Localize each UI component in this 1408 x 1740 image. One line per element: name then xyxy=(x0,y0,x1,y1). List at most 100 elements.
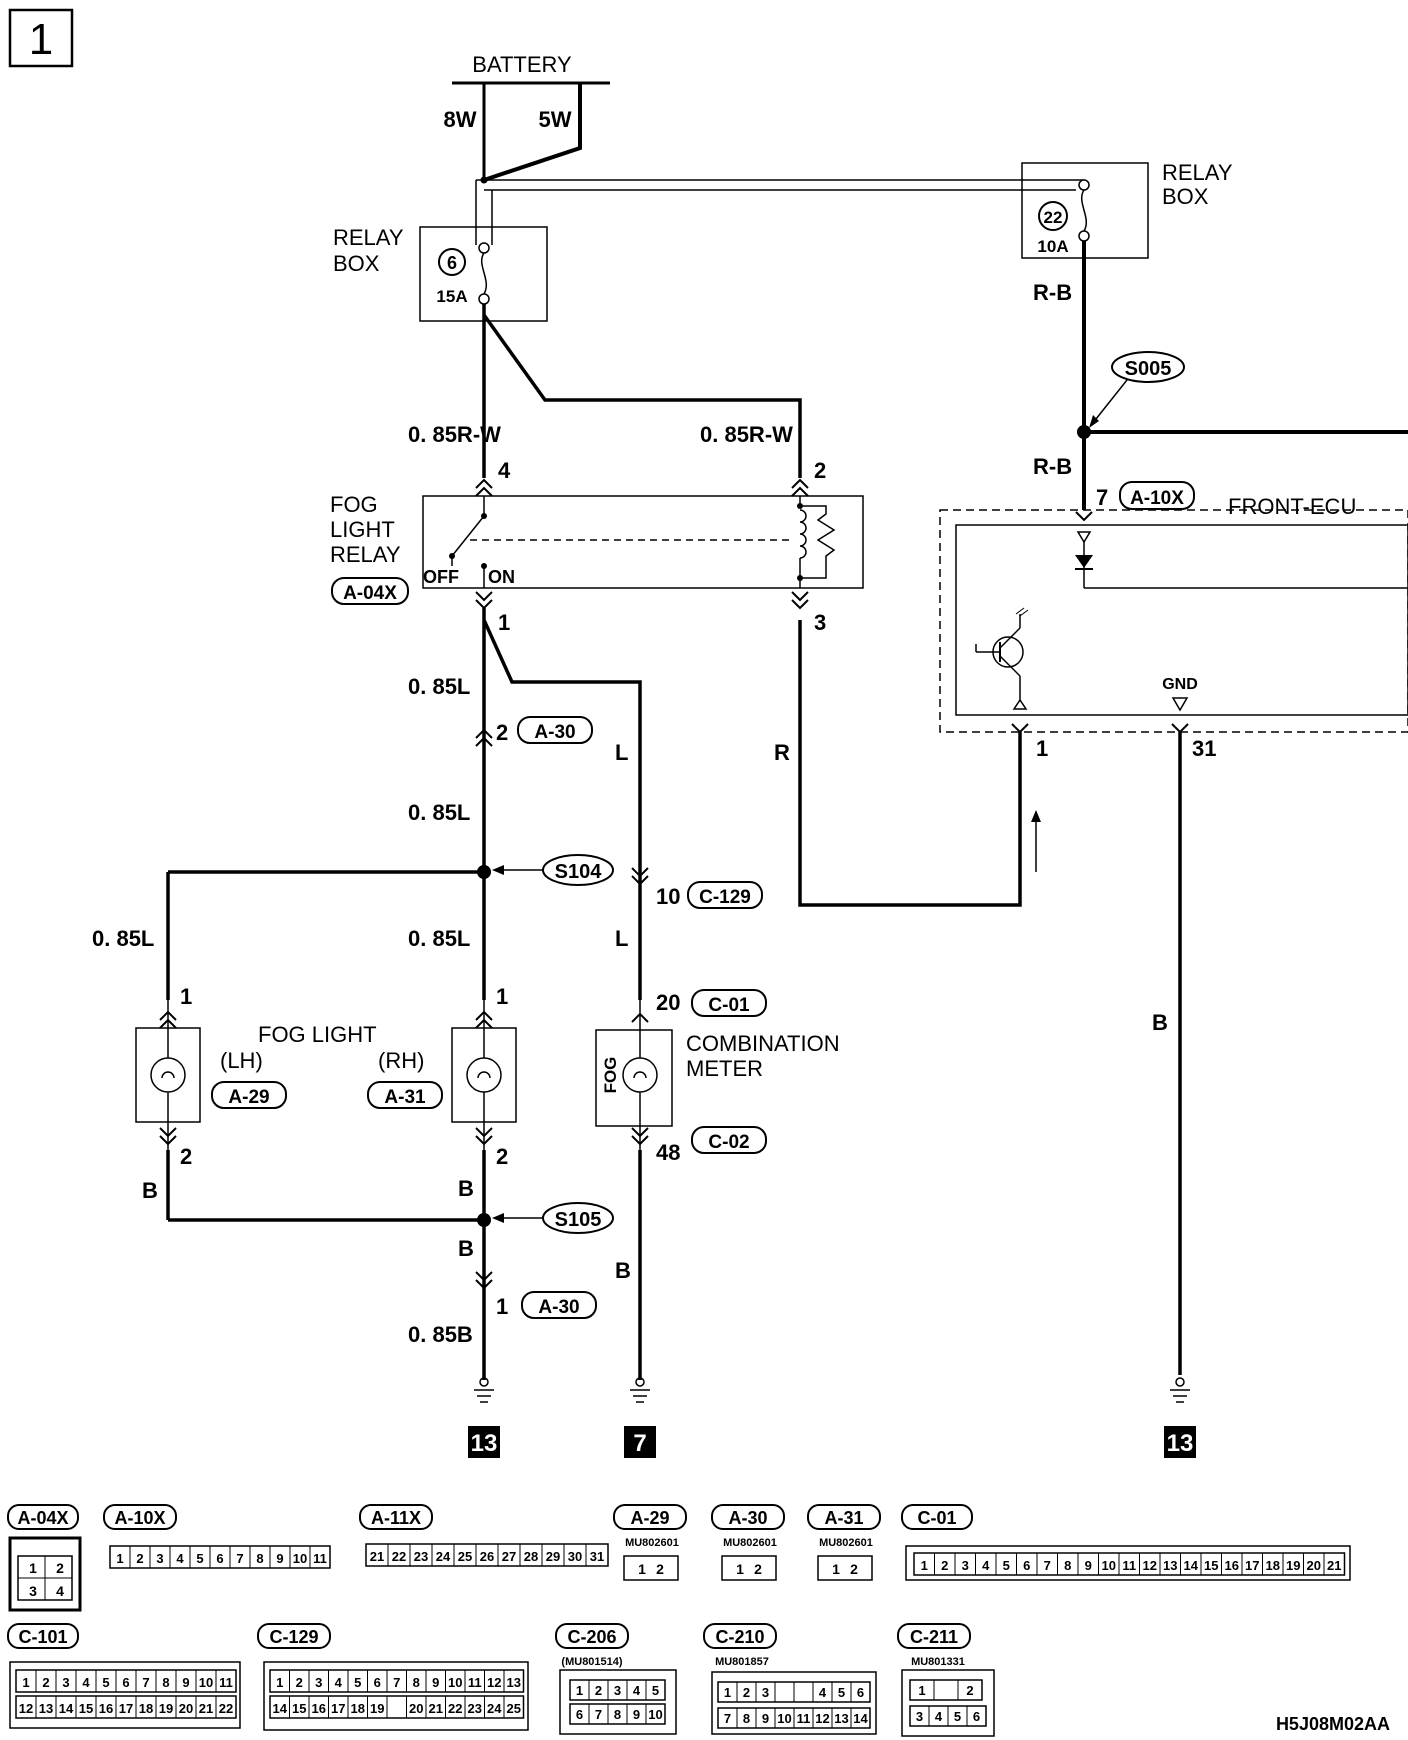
legend-cell-c129-1-2: 3 xyxy=(315,1675,322,1690)
legend-row-c211-1 xyxy=(909,1679,983,1701)
wire-label-l-1: 0. 85L xyxy=(408,674,470,699)
meter-label-line1: COMBINATION xyxy=(686,1031,840,1056)
legend-tag-a30 xyxy=(711,1504,785,1530)
legend-cell-a11x-1-10: 31 xyxy=(590,1549,604,1564)
legend-label-c206: C-206 xyxy=(567,1627,616,1647)
fog-relay-pin-1: 1 xyxy=(498,610,510,635)
ecu-wire-ground: B xyxy=(1152,732,1182,1375)
legend-cell-c129-2-11: 24 xyxy=(487,1701,502,1716)
fog-light-lh-label: (LH) xyxy=(220,1048,263,1073)
legend-cell-c01-1-8: 9 xyxy=(1085,1558,1092,1573)
fog-relay-line2: LIGHT xyxy=(330,517,395,542)
legend-cell-c101-2-9: 21 xyxy=(199,1701,213,1716)
legend-cell-a11x-1-5: 26 xyxy=(480,1549,494,1564)
wire-label-rw-left: 0. 85R-W xyxy=(408,422,501,447)
fuse-6-symbol xyxy=(481,252,487,295)
legend-cell-c206-2-2: 8 xyxy=(614,1707,621,1722)
legend-cell-a10x-1-4: 5 xyxy=(196,1551,203,1566)
legend-part-c206: (MU801514) xyxy=(561,1656,622,1668)
legend-cell-c210-1-0: 1 xyxy=(724,1685,731,1700)
legend-cell-c129-1-4: 5 xyxy=(354,1675,361,1690)
legend-cell-c101-2-6: 18 xyxy=(139,1701,153,1716)
legend-cell-c101-1-6: 7 xyxy=(142,1675,149,1690)
legend-tag-c210 xyxy=(703,1623,777,1649)
legend-row-c101-1 xyxy=(15,1669,237,1693)
legend-cell-c129-1-3: 4 xyxy=(335,1675,343,1690)
ecu-wire-r: R xyxy=(774,620,1041,907)
legend-cell-c101-2-5: 17 xyxy=(119,1701,133,1716)
legend-cell-c211-1-2: 2 xyxy=(966,1683,973,1698)
fog-relay-connector: A-04X xyxy=(343,583,397,604)
ground-ref-2: 7 xyxy=(633,1430,646,1457)
legend-cell-a11x-1-6: 27 xyxy=(502,1549,516,1564)
legend-cell-c01-1-6: 7 xyxy=(1044,1558,1051,1573)
legend-cell-c210-2-2: 9 xyxy=(762,1711,769,1726)
battery-label: BATTERY xyxy=(472,52,572,77)
battery-wires xyxy=(475,83,1084,245)
legend-cell-a10x-1-7: 8 xyxy=(256,1551,263,1566)
fog-light-rh: 1 2 (RH) A-31 xyxy=(367,984,517,1169)
fog-relay-line3: RELAY xyxy=(330,542,401,567)
legend-cell-c206-1-2: 3 xyxy=(614,1683,621,1698)
rb-branch: R-B R-B S005 xyxy=(1033,241,1408,510)
legend-cell-c01-1-15: 16 xyxy=(1225,1558,1239,1573)
meter-pin-20: 20 xyxy=(656,990,680,1015)
legend-cell-a10x-1-0: 1 xyxy=(116,1551,123,1566)
relay-output-wires: 0. 85R-W 0. 85R-W xyxy=(408,304,802,478)
ground-symbols xyxy=(474,1377,1190,1403)
legend-cell-c129-2-9: 22 xyxy=(448,1701,462,1716)
legend-label-c211: C-211 xyxy=(910,1627,958,1647)
relay-box-right-line1: RELAY xyxy=(1162,160,1233,185)
page-number-box: 1 xyxy=(8,8,74,68)
legend-cell-c01-1-20: 21 xyxy=(1327,1558,1341,1573)
legend-cell-c01-1-12: 13 xyxy=(1163,1558,1177,1573)
legend-tag-a31 xyxy=(807,1504,881,1530)
legend-cell-a10x-1-10: 11 xyxy=(313,1551,327,1566)
legend-row-a11x-1 xyxy=(365,1543,609,1567)
meter-connector-c01: C-01 xyxy=(708,995,750,1016)
legend-cell-c206-2-1: 7 xyxy=(595,1707,602,1722)
ecu-pin-31: 31 xyxy=(1192,736,1216,761)
legend-c206-housing xyxy=(559,1669,677,1735)
fog-relay-on: ON xyxy=(488,567,515,587)
legend-cell-c101-1-3: 4 xyxy=(82,1675,90,1690)
legend-cell-c129-1-5: 6 xyxy=(374,1675,381,1690)
fog-light-label: FOG LIGHT xyxy=(258,1022,377,1047)
legend-cell-c101-2-3: 15 xyxy=(79,1701,93,1716)
relay-box-left-line2: BOX xyxy=(333,251,380,276)
ground-refs: 13 7 13 xyxy=(468,1426,1196,1458)
relay-box-left-line1: RELAY xyxy=(333,225,404,250)
legend-cell-a10x-1-6: 7 xyxy=(236,1551,243,1566)
splice-s005: S005 xyxy=(1125,358,1172,380)
legend-row-c206-1 xyxy=(569,1679,666,1701)
a30-connector-top: A-30 xyxy=(534,722,575,743)
legend-cell-c129-1-12: 13 xyxy=(507,1675,521,1690)
legend-part-a30: MU802601 xyxy=(723,1537,777,1549)
legend-label-a29: A-29 xyxy=(630,1508,669,1528)
fog-lh-pin-1: 1 xyxy=(180,984,192,1009)
meter-pin-48: 48 xyxy=(656,1140,680,1165)
legend-cell-c129-1-9: 10 xyxy=(448,1675,462,1690)
legend-cell-a11x-1-8: 29 xyxy=(546,1549,560,1564)
legend-cell-c129-2-0: 14 xyxy=(273,1701,288,1716)
legend-cell-c210-1-5: 4 xyxy=(819,1685,827,1700)
legend-cell-c129-2-12: 25 xyxy=(507,1701,521,1716)
wire-label-085b: 0. 85B xyxy=(408,1322,473,1347)
legend-a29-c2: 2 xyxy=(656,1561,664,1577)
l-wires: 0. 85L 0. 85L 0. 85L 0. 85L L L 2 A-30 S… xyxy=(92,608,763,1000)
a30-pin-2: 2 xyxy=(496,720,508,745)
fog-lh-pin-2: 2 xyxy=(180,1144,192,1169)
legend-cell-c211-2-2: 5 xyxy=(954,1709,961,1724)
legend-part-a29: MU802601 xyxy=(625,1537,679,1549)
legend-cell-c206-2-3: 9 xyxy=(633,1707,640,1722)
legend-tag-a10x xyxy=(103,1504,177,1530)
fuse-6-number: 6 xyxy=(447,253,457,273)
fog-light-rh-label: (RH) xyxy=(378,1048,424,1073)
legend-cell-c210-2-0: 7 xyxy=(724,1711,731,1726)
legend-label-a10x: A-10X xyxy=(114,1508,165,1528)
legend-cell-c129-2-8: 21 xyxy=(429,1701,443,1716)
legend-c210-housing xyxy=(711,1671,877,1735)
fog-light-lh: 1 2 (LH) A-29 xyxy=(135,984,287,1169)
wire-label-5w: 5W xyxy=(539,107,572,132)
legend-cell-c01-1-2: 3 xyxy=(962,1558,969,1573)
